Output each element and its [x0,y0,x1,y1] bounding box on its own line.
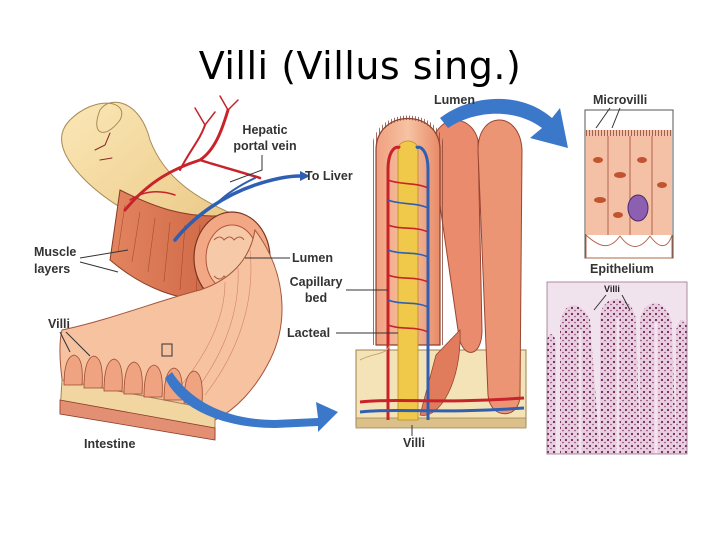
label-micrograph-villi: Villi [604,284,620,294]
label-lacteal: Lacteal [287,326,330,340]
label-lumen-left: Lumen [292,251,333,265]
arrow-to-epithelium [440,98,568,148]
slide-title: Villi (Villus sing.) [198,44,522,88]
label-capillary-bed-2: bed [305,291,327,305]
label-villi-bottom: Villi [403,436,425,450]
blood-vessels [94,95,310,242]
villi-micrograph [546,281,688,455]
label-muscle-layers-1: Muscle [34,245,76,259]
label-epithelium: Epithelium [590,262,654,276]
epithelium-cell-view [584,109,674,259]
label-microvilli: Microvilli [593,93,647,107]
label-hepatic-portal-vein-2: portal vein [233,139,296,153]
label-lumen-top: Lumen [434,93,475,107]
label-muscle-layers-2: layers [34,262,70,276]
villus-closeup [355,115,527,429]
label-capillary-bed-1: Capillary [290,275,343,289]
zoom-box [161,343,173,357]
label-to-liver: To Liver [305,169,353,183]
label-intestine: Intestine [84,437,135,451]
label-hepatic-portal-vein-1: Hepatic [242,123,287,137]
label-villi-left: Villi [48,317,70,331]
arrow-to-villus [165,372,338,432]
intestine-illustration [59,101,283,441]
